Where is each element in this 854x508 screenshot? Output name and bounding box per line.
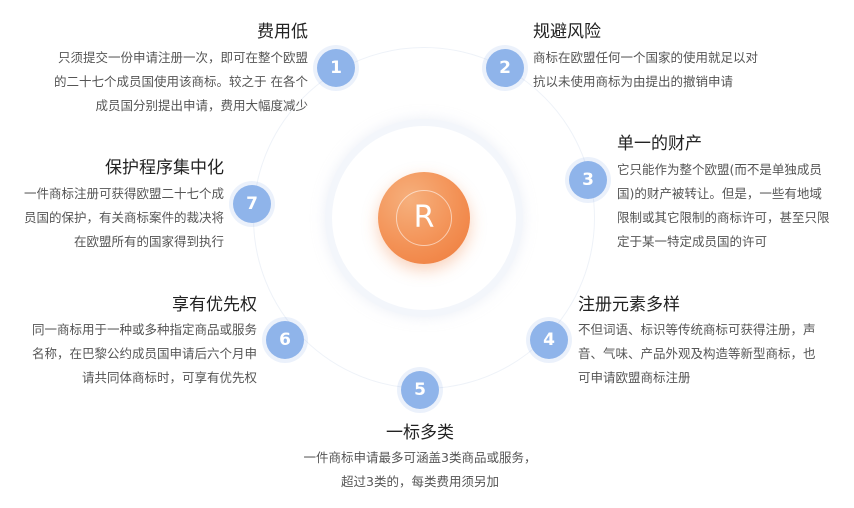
item-5-line: 超过3类的，每类费用须另加 — [341, 474, 499, 489]
item-3-line: 它只能作为整个欧盟(而不是单独成员 — [617, 162, 822, 177]
item-7-line: 员国的保护，有关商标案件的裁决将 — [23, 210, 224, 225]
item-6-number: 6 — [266, 321, 304, 359]
item-2-title: 规避风险 — [533, 22, 601, 42]
registered-mark-icon: R — [413, 200, 435, 235]
item-1-line: 的二十七个成员国使用该商标。较之于 在各个 — [54, 74, 308, 89]
item-3-line: 定于某一特定成员国的许可 — [617, 234, 768, 249]
center-circle: R — [378, 172, 470, 264]
item-1-description: 只须提交一份申请注册一次，即可在整个欧盟 的二十七个成员国使用该商标。较之于 在… — [54, 46, 308, 118]
item-6-line: 名称，在巴黎公约成员国申请后六个月申 — [31, 346, 257, 361]
center-inner-ring — [396, 190, 452, 246]
item-1-line: 只须提交一份申请注册一次，即可在整个欧盟 — [57, 50, 308, 65]
item-5-title: 一标多类 — [386, 423, 454, 443]
item-2-line: 抗以未使用商标为由提出的撤销申请 — [533, 74, 734, 89]
item-6-line: 请共同体商标时，可享有优先权 — [81, 370, 257, 385]
item-7-number: 7 — [233, 185, 271, 223]
item-6-title: 享有优先权 — [172, 295, 257, 315]
item-3-title: 单一的财产 — [617, 134, 702, 154]
item-2-line: 商标在欧盟任何一个国家的使用就足以对 — [533, 50, 759, 65]
item-2-number: 2 — [486, 49, 524, 87]
item-6-line: 同一商标用于一种或多种指定商品或服务 — [31, 322, 257, 337]
item-4-line: 音、气味、产品外观及构造等新型商标，也 — [578, 346, 816, 361]
item-1-number: 1 — [317, 49, 355, 87]
item-5-description: 一件商标申请最多可涵盖3类商品或服务， 超过3类的，每类费用须另加 — [260, 446, 580, 494]
item-3-line: 限制或其它限制的商标许可，甚至只限 — [617, 210, 830, 225]
item-4-description: 不但词语、标识等传统商标可获得注册，声 音、气味、产品外观及构造等新型商标，也 … — [578, 318, 816, 390]
item-5-line: 一件商标申请最多可涵盖3类商品或服务， — [303, 450, 537, 465]
item-2-description: 商标在欧盟任何一个国家的使用就足以对 抗以未使用商标为由提出的撤销申请 — [533, 46, 758, 94]
item-4-line: 不但词语、标识等传统商标可获得注册，声 — [578, 322, 816, 337]
item-4-title: 注册元素多样 — [578, 295, 680, 315]
item-7-line: 一件商标注册可获得欧盟二十七个成 — [23, 186, 224, 201]
item-7-line: 在欧盟所有的国家得到执行 — [73, 234, 224, 249]
item-1-line: 成员国分别提出申请，费用大幅度减少 — [95, 98, 308, 113]
item-5-number: 5 — [401, 371, 439, 409]
item-6-description: 同一商标用于一种或多种指定商品或服务 名称，在巴黎公约成员国申请后六个月申 请共… — [32, 318, 257, 390]
item-4-number: 4 — [530, 321, 568, 359]
item-3-number: 3 — [569, 161, 607, 199]
item-3-description: 它只能作为整个欧盟(而不是单独成员 国)的财产被转让。但是，一些有地域 限制或其… — [617, 158, 830, 254]
inner-ring — [325, 119, 523, 317]
item-1-title: 费用低 — [257, 22, 308, 42]
item-3-line: 国)的财产被转让。但是，一些有地域 — [617, 186, 822, 201]
item-4-line: 可申请欧盟商标注册 — [578, 370, 691, 385]
item-7-title: 保护程序集中化 — [105, 158, 224, 178]
item-7-description: 一件商标注册可获得欧盟二十七个成 员国的保护，有关商标案件的裁决将 在欧盟所有的… — [24, 182, 224, 254]
